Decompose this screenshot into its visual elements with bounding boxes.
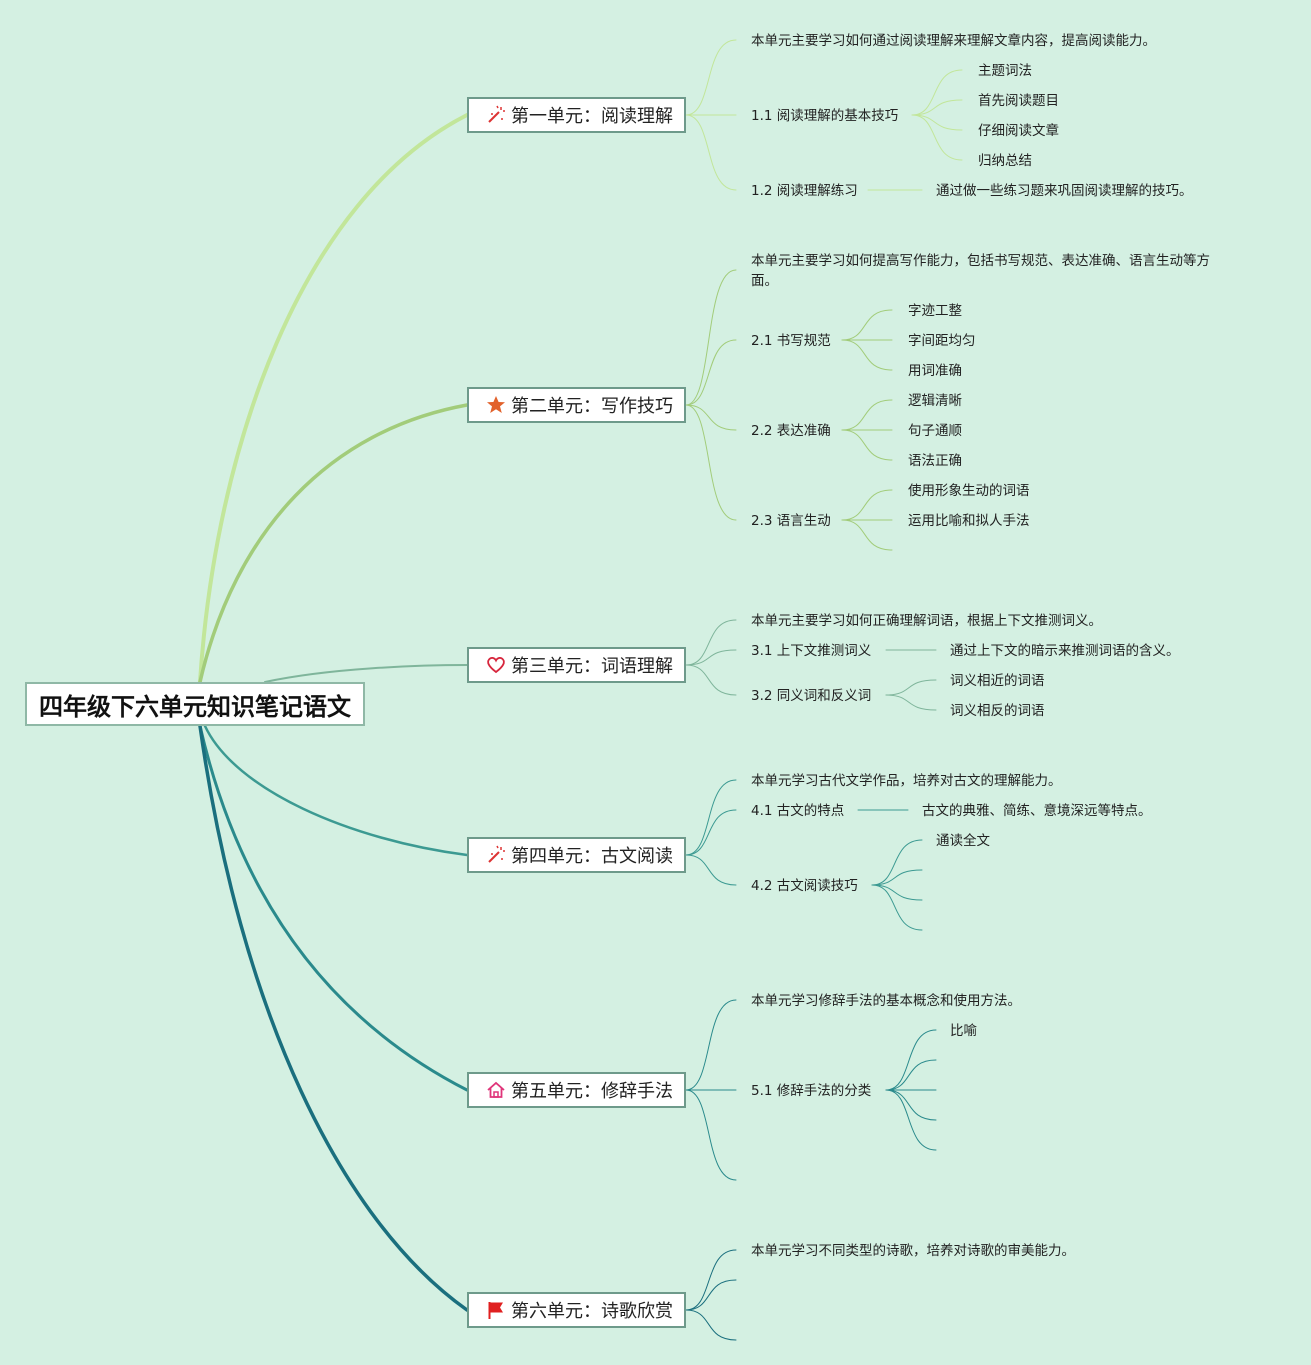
section-1-2[interactable]: 1.2 阅读理解练习 <box>751 183 858 199</box>
unit-1-node[interactable]: 第一单元：阅读理解 <box>467 97 686 133</box>
link-u5-s1-4 <box>885 1089 937 1151</box>
section-2-3[interactable]: 2.3 语言生动 <box>751 513 831 529</box>
item-1-1-4: 归纳总结 <box>978 153 1032 169</box>
unit-5-node[interactable]: 第五单元：修辞手法 <box>467 1072 686 1108</box>
section-5-1[interactable]: 5.1 修辞手法的分类 <box>751 1083 872 1099</box>
unit-1-label: 第一单元：阅读理解 <box>511 106 673 127</box>
link-u1-s1-2 <box>911 114 963 131</box>
section-3-2[interactable]: 3.2 同义词和反义词 <box>751 688 872 704</box>
unit-4-summary: 本单元学习古代文学作品，培养对古文的理解能力。 <box>751 773 1062 789</box>
item-3-1-1: 通过上下文的暗示来推测词语的含义。 <box>950 643 1180 659</box>
item-2-2-1: 逻辑清晰 <box>908 393 962 409</box>
unit-3-summary: 本单元主要学习如何正确理解词语，根据上下文推测词义。 <box>751 613 1102 629</box>
branch-root-unit-3 <box>264 664 468 683</box>
link-u4-s2-0 <box>871 839 923 886</box>
item-2-3-2: 运用比喻和拟人手法 <box>908 513 1030 529</box>
link-u2-2 <box>685 404 737 431</box>
link-u3-1 <box>685 649 737 666</box>
link-u5-s1-0 <box>885 1029 937 1091</box>
unit-5-label: 第五单元：修辞手法 <box>511 1081 673 1102</box>
item-3-2-1: 词义相近的词语 <box>950 673 1045 689</box>
section-4-2[interactable]: 4.2 古文阅读技巧 <box>751 878 858 894</box>
section-2-2[interactable]: 2.2 表达准确 <box>751 423 831 439</box>
root-topic[interactable]: 四年级下六单元知识笔记语文 <box>25 682 365 726</box>
branch-root-unit-2 <box>198 403 469 684</box>
branch-root-unit-6 <box>198 724 469 1312</box>
link-u3-0 <box>685 619 737 666</box>
home-icon <box>485 1079 507 1101</box>
link-u2-1 <box>685 339 737 406</box>
unit-6-summary: 本单元学习不同类型的诗歌，培养对诗歌的审美能力。 <box>751 1243 1075 1259</box>
link-u1-s1-0 <box>911 69 963 116</box>
item-2-2-2: 句子通顺 <box>908 423 962 439</box>
link-u4-2 <box>685 854 737 886</box>
link-u2-0 <box>685 269 737 406</box>
section-2-1[interactable]: 2.1 书写规范 <box>751 333 831 349</box>
item-4-1-1: 古文的典雅、简练、意境深远等特点。 <box>922 803 1152 819</box>
unit-1-summary: 本单元主要学习如何通过阅读理解来理解文章内容，提高阅读能力。 <box>751 33 1156 49</box>
link-u4-s2-1 <box>871 869 923 886</box>
branch-root-unit-1 <box>198 113 469 684</box>
branch-root-unit-5 <box>198 724 469 1092</box>
link-u6-0 <box>685 1249 737 1311</box>
link-u2-s1-0 <box>841 309 893 341</box>
link-u4-s2-2 <box>871 884 923 901</box>
branch-root-unit-4 <box>203 724 469 857</box>
item-1-2-1: 通过做一些练习题来巩固阅读理解的技巧。 <box>936 183 1193 199</box>
item-2-2-3: 语法正确 <box>908 453 962 469</box>
magic-wand-icon <box>485 104 507 126</box>
link-u5-s1-1 <box>885 1059 937 1091</box>
link-u2-3 <box>685 404 737 521</box>
link-u4-1 <box>685 809 737 856</box>
section-1-1[interactable]: 1.1 阅读理解的基本技巧 <box>751 108 899 124</box>
section-4-1[interactable]: 4.1 古文的特点 <box>751 803 845 819</box>
link-u6-2 <box>685 1309 737 1341</box>
magic-wand-icon <box>485 844 507 866</box>
item-4-2-1: 通读全文 <box>936 833 990 849</box>
item-2-1-2: 字间距均匀 <box>908 333 976 349</box>
link-u3-2 <box>685 664 737 696</box>
unit-5-summary: 本单元学习修辞手法的基本概念和使用方法。 <box>751 993 1021 1009</box>
link-u2-s2-0 <box>841 399 893 431</box>
link-u2-s1-2 <box>841 339 893 371</box>
link-u2-s3-0 <box>841 489 893 521</box>
item-2-1-1: 字迹工整 <box>908 303 962 319</box>
link-u1-0 <box>685 39 737 116</box>
item-3-2-2: 词义相反的词语 <box>950 703 1045 719</box>
flag-icon <box>485 1299 507 1321</box>
link-u5-s1-3 <box>885 1089 937 1121</box>
item-5-1-1: 比喻 <box>950 1023 977 1039</box>
item-2-1-3: 用词准确 <box>908 363 962 379</box>
link-u6-1 <box>685 1279 737 1311</box>
link-u3-s2-0 <box>885 679 937 696</box>
link-u1-s1-1 <box>911 99 963 116</box>
heart-icon <box>485 654 507 676</box>
link-u2-s3-2 <box>841 519 893 551</box>
link-u2-s2-2 <box>841 429 893 461</box>
unit-3-label: 第三单元：词语理解 <box>511 656 673 677</box>
unit-2-node[interactable]: 第二单元：写作技巧 <box>467 387 686 423</box>
link-u4-s2-3 <box>871 884 923 931</box>
item-1-1-1: 主题词法 <box>978 63 1032 79</box>
unit-4-label: 第四单元：古文阅读 <box>511 846 673 867</box>
item-2-3-1: 使用形象生动的词语 <box>908 483 1030 499</box>
unit-3-node[interactable]: 第三单元：词语理解 <box>467 647 686 683</box>
item-1-1-2: 首先阅读题目 <box>978 93 1059 109</box>
unit-6-label: 第六单元：诗歌欣赏 <box>511 1301 673 1322</box>
section-3-1[interactable]: 3.1 上下文推测词义 <box>751 643 872 659</box>
link-u3-s2-1 <box>885 694 937 711</box>
unit-2-label: 第二单元：写作技巧 <box>511 396 673 417</box>
link-u5-0 <box>685 999 737 1091</box>
link-u1-2 <box>685 114 737 191</box>
unit-6-node[interactable]: 第六单元：诗歌欣赏 <box>467 1292 686 1328</box>
unit-2-summary: 本单元主要学习如何提高写作能力，包括书写规范、表达准确、语言生动等方面。 <box>751 253 1210 289</box>
unit-4-node[interactable]: 第四单元：古文阅读 <box>467 837 686 873</box>
star-icon <box>485 394 507 416</box>
link-u5-2 <box>685 1089 737 1181</box>
link-u4-0 <box>685 779 737 856</box>
item-1-1-3: 仔细阅读文章 <box>978 123 1059 139</box>
link-u1-s1-3 <box>911 114 963 161</box>
